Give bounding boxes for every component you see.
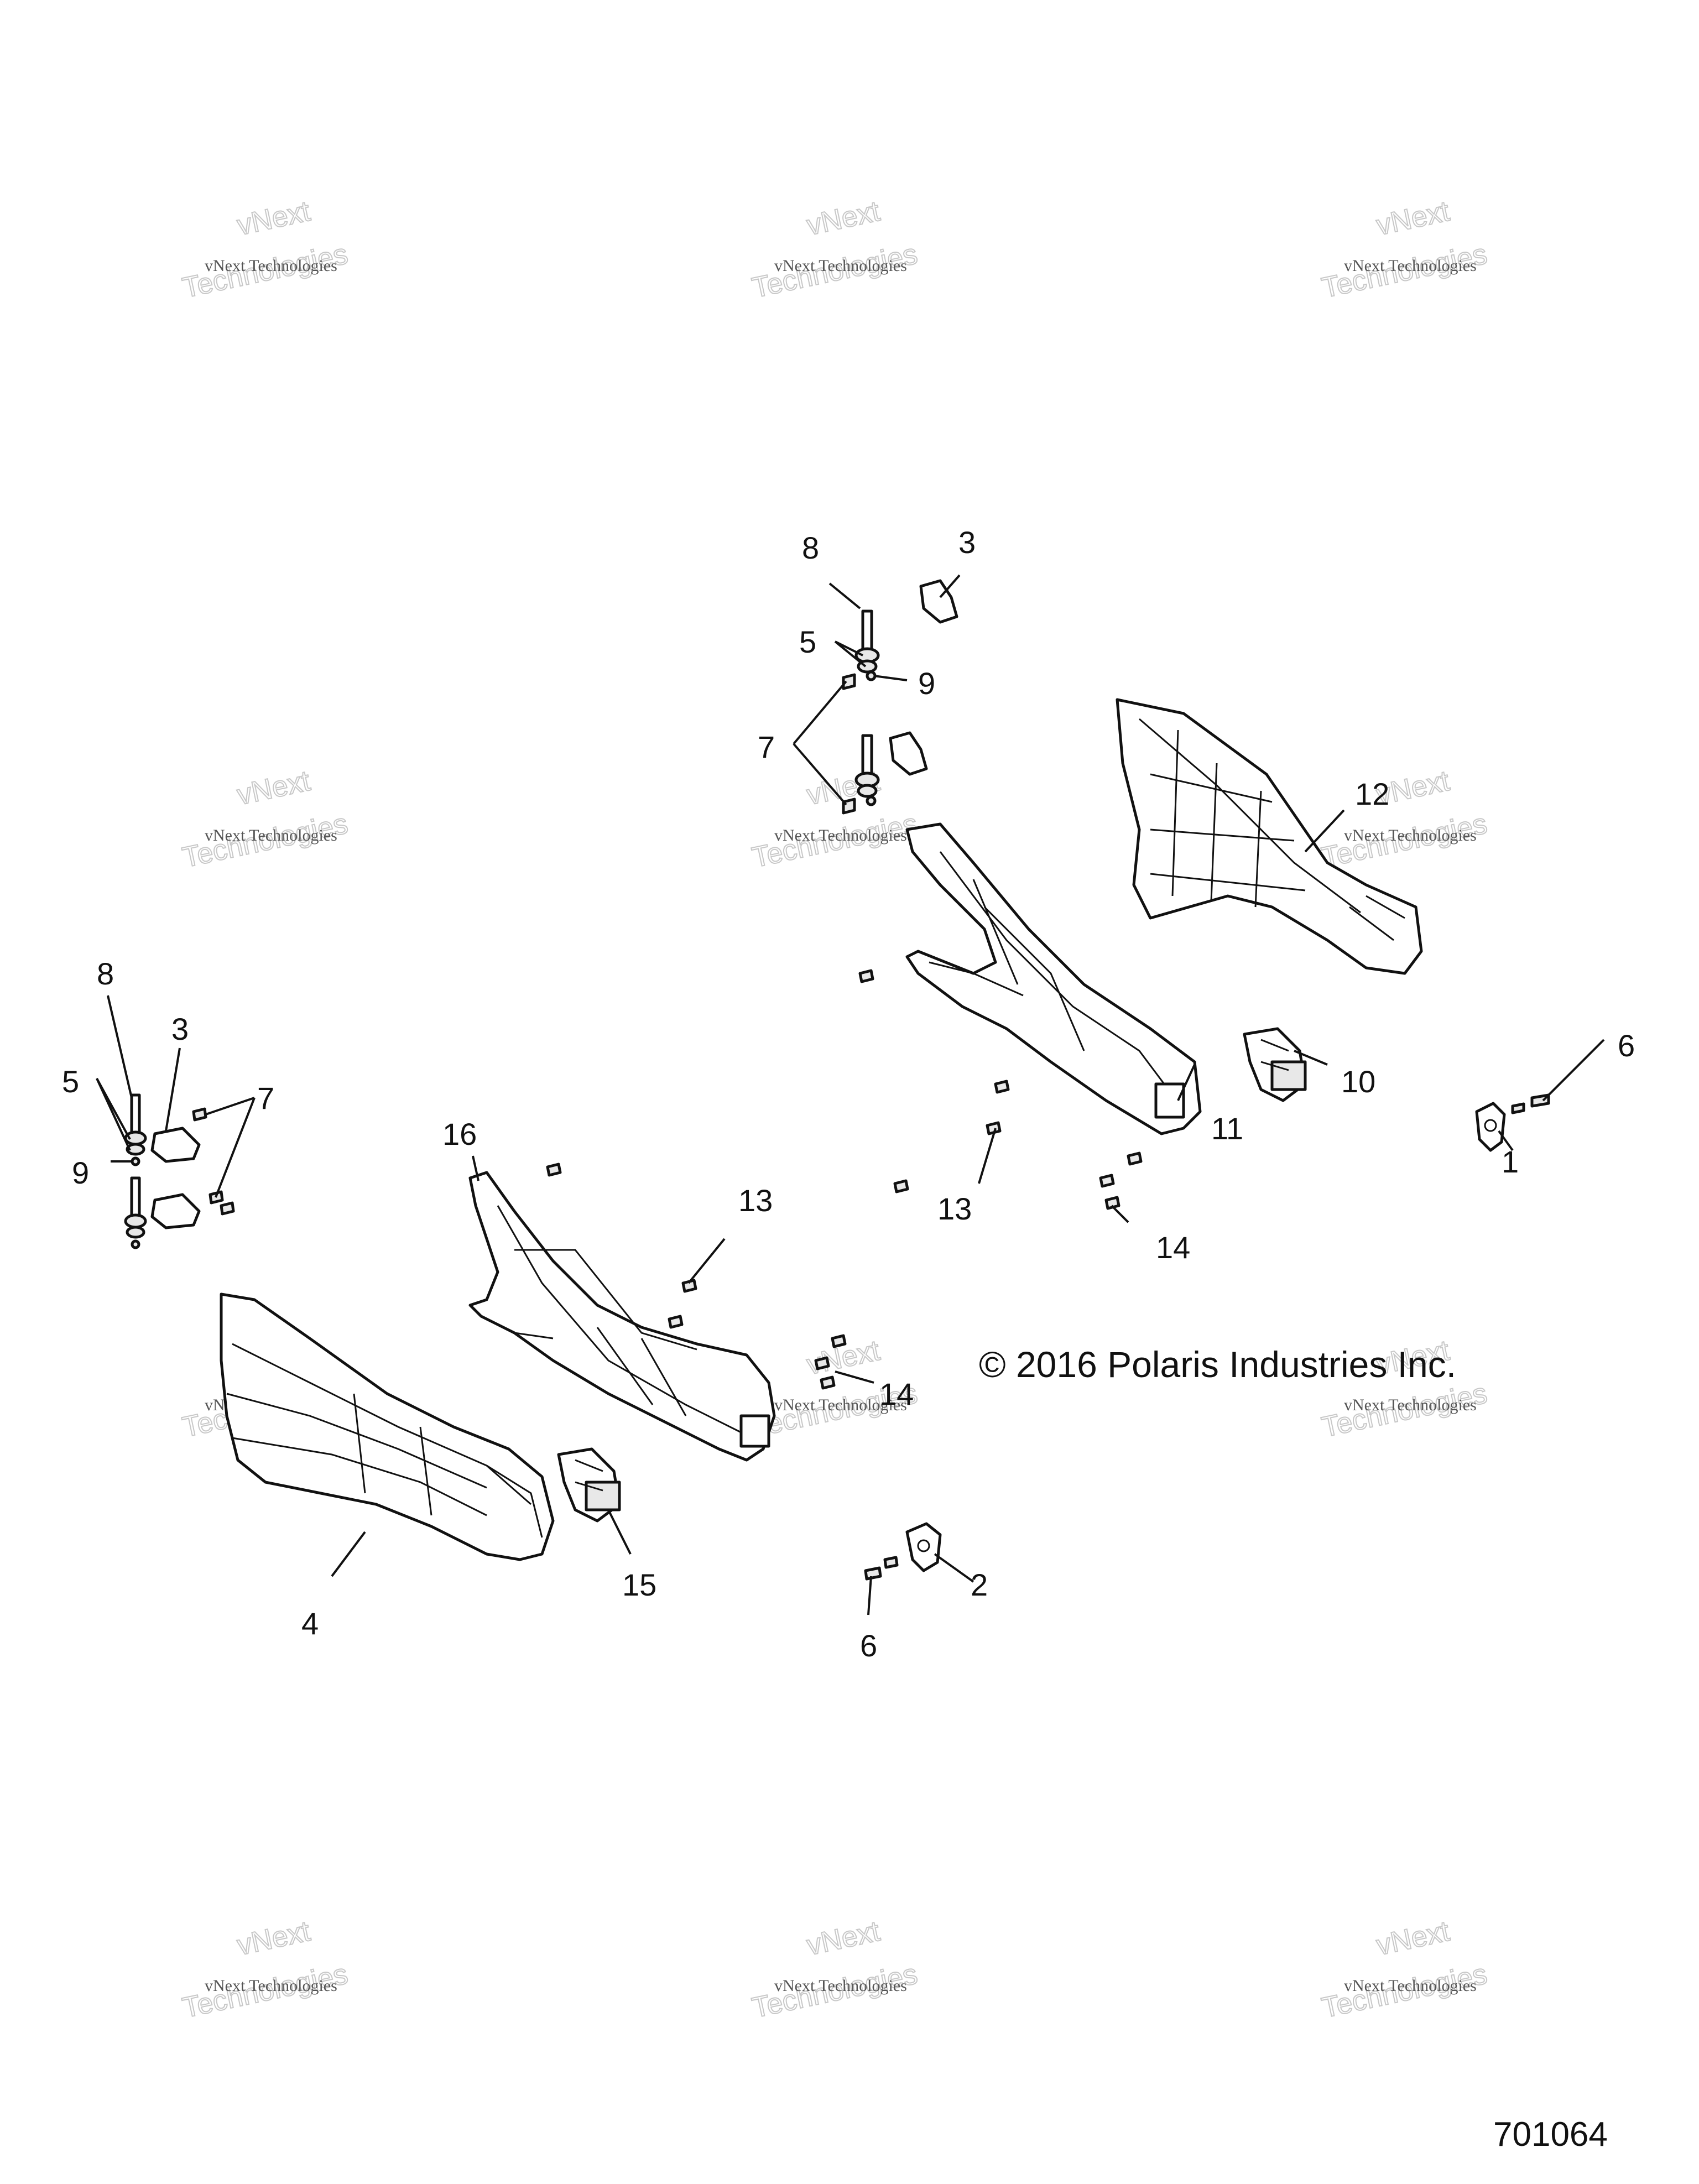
watermark: vNext Technologies vNext Technologies <box>1318 1915 1490 2025</box>
callout-15: 15 <box>622 1567 656 1602</box>
svg-text:vNext: vNext <box>234 195 314 242</box>
callout-9-top: 9 <box>918 666 935 701</box>
svg-text:vNext: vNext <box>234 1915 314 1962</box>
callout-16: 16 <box>442 1117 477 1151</box>
svg-text:vNext Technologies: vNext Technologies <box>205 826 337 845</box>
callout-3-top: 3 <box>958 525 976 560</box>
watermark: vNext Technologies vNext Technologies <box>1318 195 1490 305</box>
callout-7-left: 7 <box>257 1081 274 1116</box>
callouts: 8 3 5 9 7 12 11 10 1 6 13 14 13 16 14 4 … <box>62 525 1635 1663</box>
callout-14-center: 14 <box>879 1377 914 1411</box>
callout-13-right: 13 <box>937 1191 972 1226</box>
callout-9-left: 9 <box>72 1155 89 1190</box>
part-12-door-panel <box>1116 698 1423 975</box>
part-10-latch <box>1243 1027 1307 1102</box>
callout-13-center: 13 <box>738 1183 773 1218</box>
watermark: vNext Technologies vNext Technologies <box>179 1915 351 2025</box>
callout-6-bottom: 6 <box>860 1628 877 1663</box>
callout-5-left: 5 <box>62 1064 79 1099</box>
callout-14-right: 14 <box>1156 1230 1190 1265</box>
callout-1: 1 <box>1502 1144 1519 1179</box>
part-15-latch <box>557 1447 621 1523</box>
callout-11: 11 <box>1211 1111 1243 1146</box>
svg-text:vNext: vNext <box>1374 1915 1453 1962</box>
copyright-text: © 2016 Polaris Industries Inc. <box>979 1344 1456 1385</box>
svg-text:vNext Technologies: vNext Technologies <box>1344 826 1477 845</box>
watermark: vNext Technologies vNext Technologies <box>179 764 351 874</box>
part-13-14-screws-lower <box>546 1163 847 1390</box>
svg-text:vNext Technologies: vNext Technologies <box>205 1977 337 1995</box>
svg-text:vNext: vNext <box>234 765 314 811</box>
watermark: vNext Technologies vNext Technologies <box>1318 764 1490 874</box>
part-16-door-frame-lower <box>468 1171 776 1462</box>
watermark: vNext Technologies vNext Technologies <box>749 764 921 874</box>
diagram-number: 701064 <box>1493 2115 1608 2154</box>
callout-8-left: 8 <box>97 956 114 991</box>
callout-4: 4 <box>301 1606 319 1641</box>
svg-text:vNext Technologies: vNext Technologies <box>1344 257 1477 275</box>
part-2-plate <box>905 1522 942 1572</box>
part-6-screws-right <box>1511 1093 1550 1114</box>
svg-text:vNext Technologies: vNext Technologies <box>774 1396 907 1414</box>
callout-2: 2 <box>971 1567 988 1602</box>
callout-12: 12 <box>1355 776 1389 811</box>
watermark: vNext Technologies vNext Technologies <box>749 195 921 305</box>
part-3-hinge-top <box>889 579 958 776</box>
svg-text:vNext Technologies: vNext Technologies <box>1344 1977 1477 1995</box>
part-1-plate <box>1475 1102 1506 1152</box>
svg-text:vNext Technologies: vNext Technologies <box>774 257 907 275</box>
svg-text:vNext: vNext <box>804 195 883 242</box>
svg-text:vNext: vNext <box>1374 195 1453 242</box>
hardware-left-cluster <box>124 1093 235 1249</box>
part-14-screws-upper <box>1099 1151 1143 1210</box>
part-11-door-frame <box>905 822 1202 1135</box>
callout-7-top: 7 <box>758 729 775 764</box>
watermark: vNext Technologies vNext Technologies <box>179 195 351 305</box>
part-4-door-panel <box>220 1292 555 1561</box>
svg-text:vNext Technologies: vNext Technologies <box>1344 1396 1477 1414</box>
watermark: vNext Technologies vNext Technologies <box>749 1915 921 2025</box>
callout-10: 10 <box>1341 1064 1375 1099</box>
part-13-screws-upper <box>858 969 1010 1193</box>
svg-text:vNext Technologies: vNext Technologies <box>774 1977 907 1995</box>
svg-text:vNext Technologies: vNext Technologies <box>205 257 337 275</box>
callout-5-top: 5 <box>799 624 816 659</box>
watermarks: vNext Technologies vNext Technologies vN… <box>179 195 1490 2025</box>
callout-8-top: 8 <box>802 530 819 565</box>
callout-3-left: 3 <box>171 1012 189 1046</box>
part-6-screws-lower <box>864 1556 899 1581</box>
svg-text:vNext Technologies: vNext Technologies <box>774 826 907 845</box>
parts <box>124 579 1550 1581</box>
leader-lines <box>96 574 1605 1615</box>
callout-6-right: 6 <box>1618 1028 1635 1063</box>
svg-text:vNext: vNext <box>804 1915 883 1962</box>
